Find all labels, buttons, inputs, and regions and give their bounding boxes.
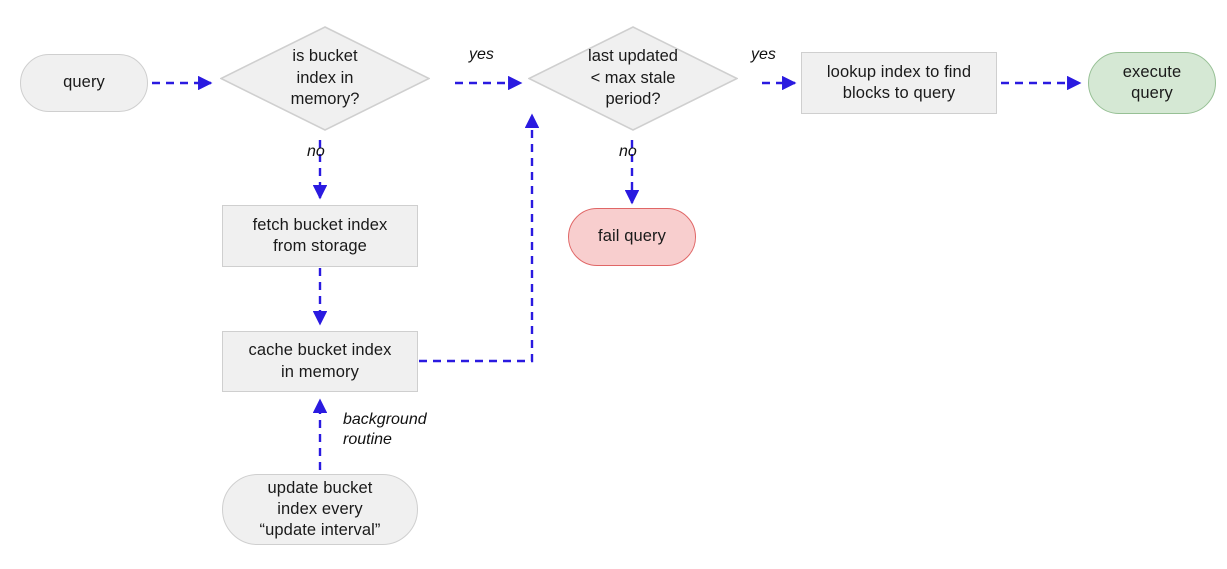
node-label: is bucket index in memory? xyxy=(290,47,360,109)
node-query[interactable]: query xyxy=(20,54,148,112)
node-label: last updated < max stale period? xyxy=(588,47,678,109)
edge-label-no-stale: no xyxy=(619,143,637,160)
edge-label-yes-stale: yes xyxy=(751,46,776,63)
node-update-bucket-index-every-update-interval[interactable]: update bucket index every “update interv… xyxy=(222,474,418,545)
node-last-updated-max-stale-period[interactable]: last updated < max stale period? xyxy=(528,26,738,131)
edge-label-background-routine: background routine xyxy=(343,411,427,448)
node-execute-query[interactable]: execute query xyxy=(1088,52,1216,114)
edge-cache-to-stale xyxy=(419,113,540,363)
node-fail-query[interactable]: fail query xyxy=(568,208,696,266)
node-fetch-bucket-index-from-storage[interactable]: fetch bucket index from storage xyxy=(222,205,418,267)
diamond-shape xyxy=(220,26,430,131)
node-cache-bucket-index-in-memory[interactable]: cache bucket index in memory xyxy=(222,331,418,392)
node-is-bucket-index-in-memory[interactable]: is bucket index in memory? xyxy=(220,26,430,131)
node-lookup-index-to-find-blocks[interactable]: lookup index to find blocks to query xyxy=(801,52,997,114)
edge-label-no-in-memory: no xyxy=(307,143,325,160)
edge-label-yes-in-memory: yes xyxy=(469,46,494,63)
diamond-shape xyxy=(528,26,738,131)
